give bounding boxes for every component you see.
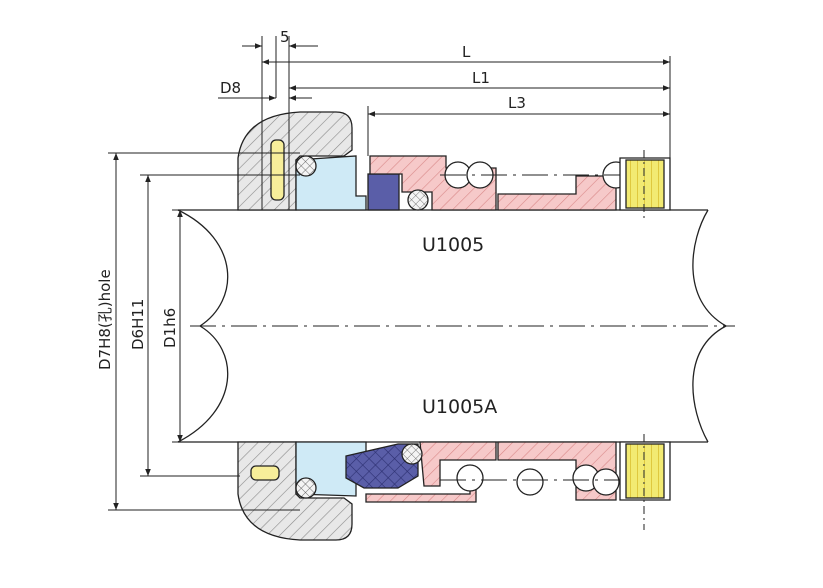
model-label-bottom: U1005A <box>422 396 497 418</box>
gland-plate-top <box>237 111 353 211</box>
dim-label-d6: D6H11 <box>129 299 147 350</box>
elastomer-bellows-top <box>367 173 400 211</box>
spring-row-bottom <box>440 464 650 496</box>
drive-collar-insert-top <box>625 159 665 209</box>
dim-label-l1: L1 <box>472 69 490 87</box>
dim-label-d7: D7H8(孔)hole <box>96 269 114 370</box>
dim-label-d1: D1h6 <box>161 308 179 348</box>
dim-label-d8: D8 <box>220 79 241 97</box>
dimension-lines <box>108 36 671 511</box>
drive-collar-insert-bottom <box>625 443 665 499</box>
ring-o-ring-top <box>407 189 429 211</box>
elastomer-bellows-bottom <box>345 443 419 489</box>
spring-retainer-top <box>497 175 617 211</box>
spring-row-top <box>440 161 650 189</box>
dim-label-l: L <box>462 43 471 61</box>
seal-lower-half <box>237 434 671 541</box>
seal-upper-half <box>237 111 671 220</box>
anti-rotation-pin-top <box>270 139 285 201</box>
model-label-top: U1005 <box>422 234 484 256</box>
rotary-ring-bottom <box>419 441 497 487</box>
dim-label-l3: L3 <box>508 94 526 112</box>
ring-o-ring-bottom <box>401 443 423 465</box>
seat-o-ring-top <box>295 155 317 177</box>
anti-rotation-pin-bottom <box>250 465 280 481</box>
seat-o-ring-bottom <box>295 477 317 499</box>
dim-label-s: 5 <box>280 28 290 46</box>
